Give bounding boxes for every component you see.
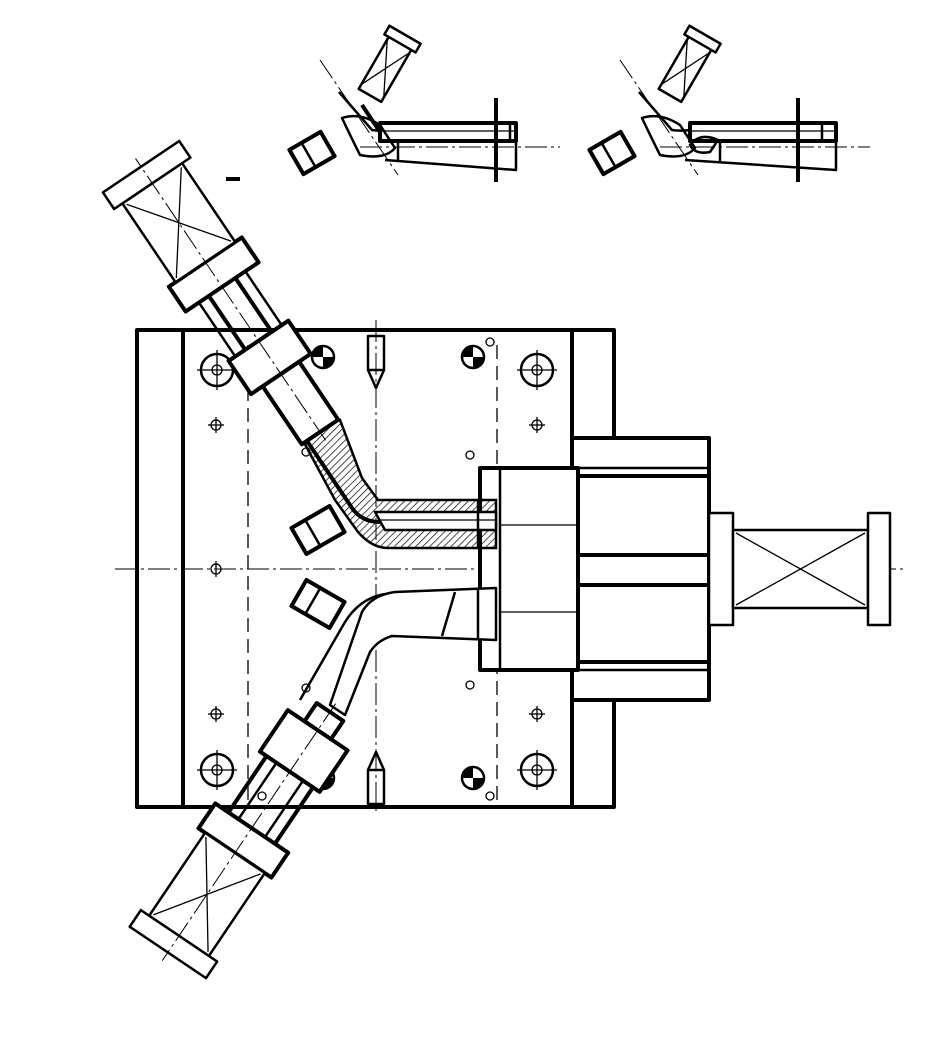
guide-pin-top-right	[517, 350, 557, 390]
upper-left-slide-cylinder	[101, 139, 341, 447]
lower-cavity-section	[298, 586, 498, 717]
lower-insert-block	[289, 578, 347, 630]
guide-pin-bottom-right	[517, 750, 557, 790]
right-core-block	[478, 436, 711, 702]
detail-view-right	[587, 24, 870, 182]
main-mold-plan-view	[101, 139, 905, 980]
guide-pin-bottom-left	[197, 750, 237, 790]
upper-insert-block	[289, 504, 347, 556]
locating-pin-top	[366, 334, 386, 390]
guide-pin-top-left	[197, 350, 237, 390]
detail-view-left	[287, 24, 560, 182]
locating-pin-bottom	[366, 750, 386, 806]
lower-left-slide-cylinder	[128, 701, 350, 980]
upper-cavity-section	[298, 418, 498, 550]
right-hydraulic-cylinder	[707, 511, 892, 627]
